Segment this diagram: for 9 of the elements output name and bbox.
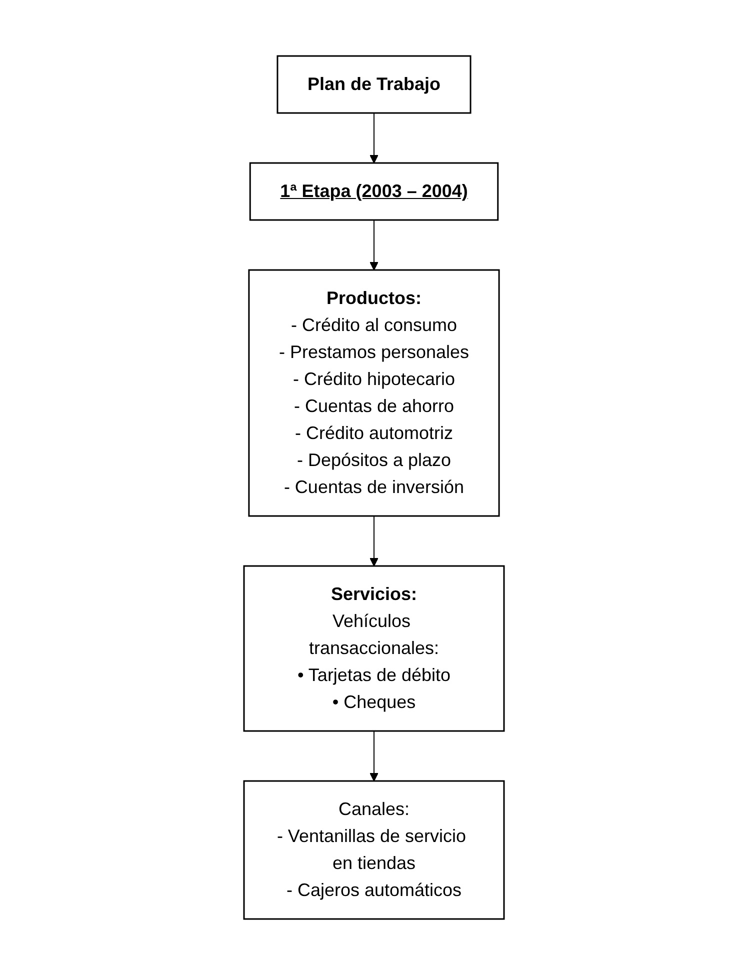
arrow (369, 730, 378, 782)
node-box (242, 780, 504, 920)
node-box (248, 269, 500, 517)
arrow (369, 220, 378, 270)
node-box (248, 162, 498, 221)
arrow (369, 112, 378, 164)
node-box (242, 565, 504, 732)
arrow (369, 516, 378, 566)
node-box (276, 55, 471, 114)
